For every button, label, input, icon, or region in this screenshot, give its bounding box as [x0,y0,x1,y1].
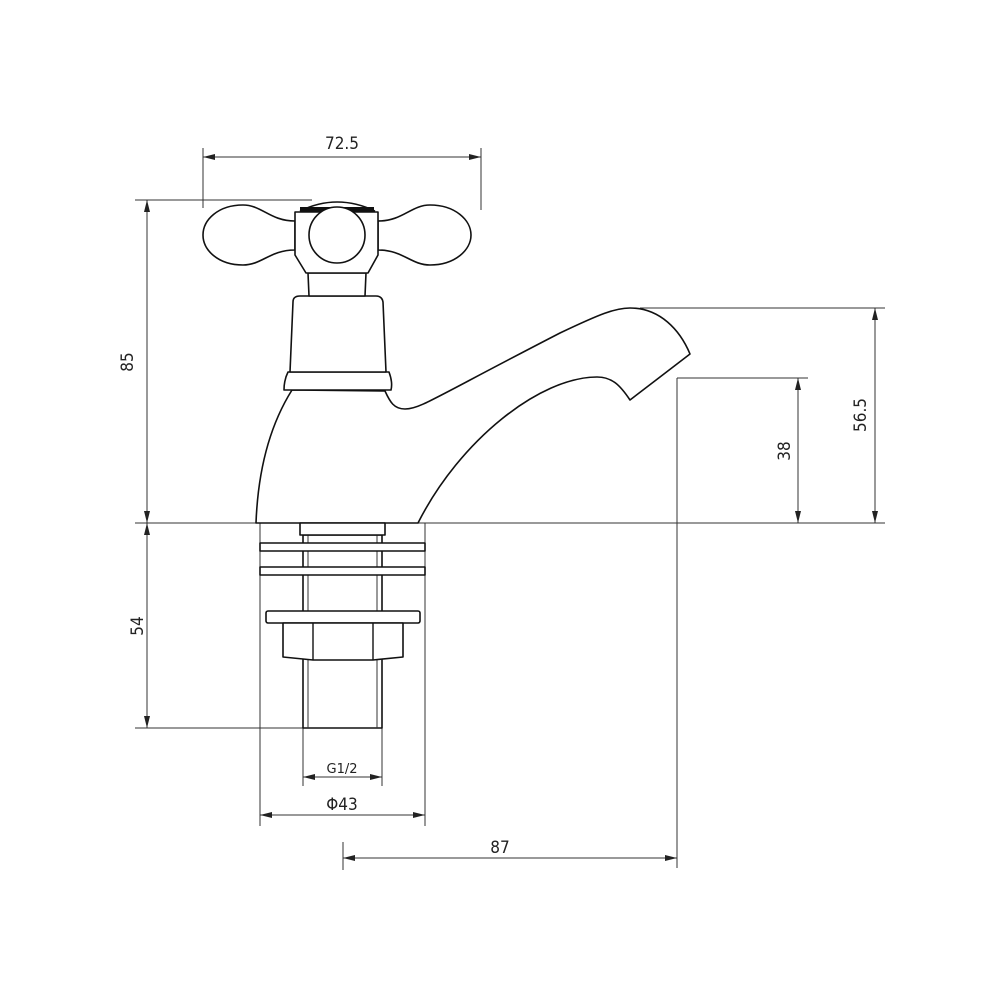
bonnet [289,295,387,373]
backnut [282,622,404,661]
shank-fixings [259,522,426,729]
cross-handle-lever [202,204,472,266]
handle-index-disc [308,206,366,264]
label-spout-top: 56.5 [851,398,871,432]
tap-body [202,201,691,524]
washer-1 [259,542,426,552]
label-total-height: 85 [118,352,138,371]
spout [255,307,691,524]
label-thread: G1/2 [327,762,358,777]
shank-collar [299,522,386,536]
neck [307,272,367,297]
label-spout-outlet: 38 [775,441,795,460]
backnut-plate [265,610,421,624]
label-shank-length: 54 [128,616,148,635]
washer-2 [259,566,426,576]
label-handle-width: 72.5 [325,134,359,154]
label-base-diameter: Φ43 [326,795,358,815]
dimension-lines [144,154,878,861]
label-reach: 87 [490,838,509,858]
bonnet-ring [283,371,393,391]
